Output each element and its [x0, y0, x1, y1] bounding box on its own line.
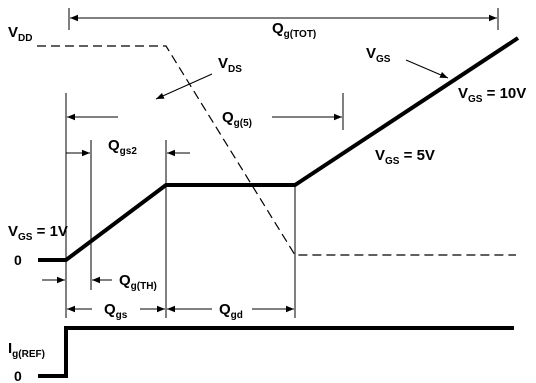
qgd-label: Qgd	[219, 301, 243, 321]
vgs-arrow-label: VGS	[366, 45, 391, 65]
qgs-label: Qgs	[104, 301, 128, 321]
ig-ref-waveform	[38, 326, 514, 378]
vds-waveform	[37, 45, 516, 256]
zero-label-vgs: 0	[14, 252, 22, 268]
qg5-label: Qg(5)	[222, 109, 252, 129]
vgs-5v-label: VGS = 5V	[375, 147, 435, 167]
vds-label: VDS	[218, 55, 242, 75]
qg-th-label: Qg(TH)	[119, 272, 157, 292]
vgs-pointer-arrow	[405, 59, 449, 79]
ig-ref-label: Ig(REF)	[8, 340, 45, 360]
vgs-1v-label: VGS = 1V	[8, 223, 68, 243]
vds-pointer-arrow	[155, 73, 213, 100]
vgs-10v-label: VGS = 10V	[458, 85, 526, 105]
zero-label-ig: 0	[14, 368, 22, 383]
vgs-waveform	[38, 36, 520, 262]
qgs2-label: Qgs2	[108, 137, 137, 157]
qg-tot-label: Qg(TOT)	[272, 20, 316, 40]
vdd-label: VDD	[8, 24, 32, 44]
